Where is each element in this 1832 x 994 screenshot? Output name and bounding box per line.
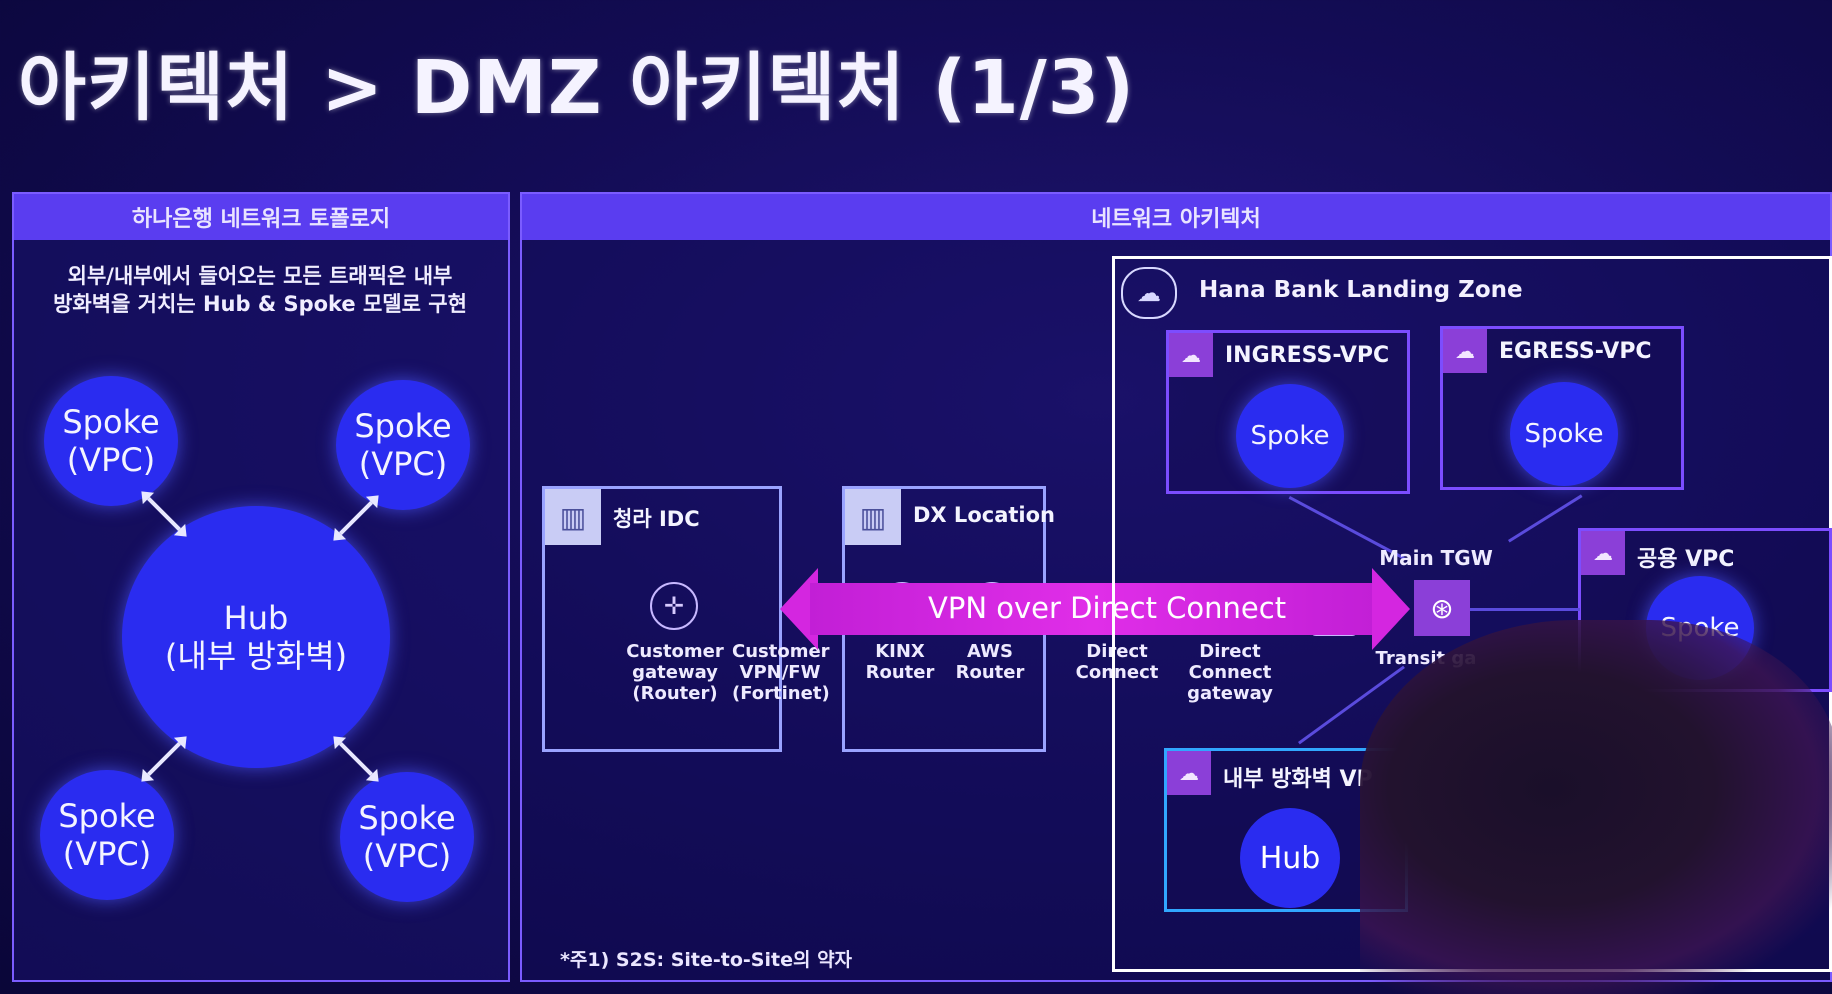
connector-line <box>1468 608 1580 611</box>
spoke-label: Spoke <box>354 407 452 445</box>
hub-circle: Hub (내부 방화벽) <box>122 506 390 768</box>
aws-router-label: AWS Router <box>955 641 1025 683</box>
building-icon: ▥ <box>845 489 901 545</box>
topology-description-line2: 방화벽을 거치는 Hub & Spoke 모델로 구현 <box>53 292 467 316</box>
spoke-sublabel: (VPC) <box>66 441 156 479</box>
footnote: *주1) S2S: Site-to-Site의 약자 <box>560 949 853 971</box>
hub-label: Hub <box>223 599 289 637</box>
spoke-circle-bottom-right: Spoke(VPC) <box>340 772 474 902</box>
internal-firewall-vpc-label: 내부 방화벽 VP <box>1223 767 1373 792</box>
direct-connect-label: Direct Connect <box>1075 641 1159 683</box>
transit-gateway-icon: ⊛ <box>1414 580 1470 636</box>
customer-gateway-label: Customer gateway (Router) <box>626 641 724 704</box>
kinx-router-label: KINX Router <box>865 641 935 683</box>
topology-description-line1: 외부/내부에서 들어오는 모든 트래픽은 내부 <box>67 264 453 288</box>
vpn-over-direct-connect-band <box>810 583 1375 635</box>
internal-hub-circle: Hub <box>1240 808 1340 908</box>
spoke-label: Spoke <box>358 799 456 837</box>
network-architecture-header: 네트워크 아키텍처 <box>522 194 1830 240</box>
landing-zone-label: Hana Bank Landing Zone <box>1199 277 1523 303</box>
egress-vpc-label: EGRESS-VPC <box>1499 339 1652 364</box>
spoke-circle-top-right: Spoke(VPC) <box>336 380 470 510</box>
egress-spoke-circle: Spoke <box>1510 382 1618 486</box>
topology-panel-header: 하나은행 네트워크 토폴로지 <box>14 194 508 240</box>
customer-vpn-label: Customer VPN/FW (Fortinet) <box>732 641 830 704</box>
cloud-icon: ☁ <box>1121 267 1177 319</box>
building-icon: ▥ <box>545 489 601 545</box>
main-tgw-label: Main TGW <box>1379 546 1493 570</box>
vpn-arrow-right-icon <box>1372 568 1410 650</box>
router-icon: ✛ <box>650 582 698 630</box>
ingress-spoke-circle: Spoke <box>1236 384 1344 488</box>
dx-location-label: DX Location <box>913 503 1055 527</box>
spoke-sublabel: (VPC) <box>362 837 452 875</box>
vpn-over-direct-connect-label: VPN over Direct Connect <box>928 591 1287 625</box>
shared-vpc-label: 공용 VPC <box>1637 547 1735 572</box>
dx-gateway-label: Direct Connect gateway <box>1187 641 1273 704</box>
spoke-label: Spoke <box>62 403 160 441</box>
vpc-icon: ☁ <box>1443 329 1487 373</box>
vpc-icon: ☁ <box>1581 531 1625 575</box>
idc-label: 청라 IDC <box>613 507 700 531</box>
vpc-icon: ☁ <box>1167 751 1211 795</box>
spoke-label: Spoke <box>58 797 156 835</box>
spoke-sublabel: (VPC) <box>358 445 448 483</box>
presenter-silhouette <box>1360 620 1832 994</box>
vpc-icon: ☁ <box>1169 333 1213 377</box>
spoke-circle-bottom-left: Spoke(VPC) <box>40 770 174 900</box>
hub-sublabel: (내부 방화벽) <box>164 637 348 675</box>
slide-title: 아키텍처 > DMZ 아키텍처 (1/3) <box>18 45 1136 131</box>
spoke-circle-top-left: Spoke(VPC) <box>44 376 178 506</box>
ingress-vpc-label: INGRESS-VPC <box>1225 343 1390 368</box>
spoke-sublabel: (VPC) <box>62 835 152 873</box>
topology-description: 외부/내부에서 들어오는 모든 트래픽은 내부 방화벽을 거치는 Hub & S… <box>30 262 490 318</box>
